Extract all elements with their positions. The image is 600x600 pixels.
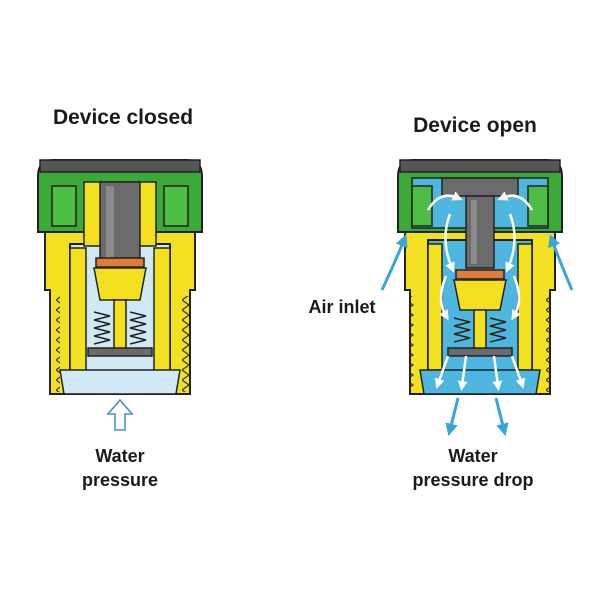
water-pressure-label: Water pressure	[66, 444, 174, 492]
closed-thread-right	[180, 296, 190, 392]
closed-spring-base	[87, 347, 153, 357]
open-flow-arrow-top-left-icon	[426, 191, 463, 211]
open-flow-arrow-bottom-4-icon	[510, 355, 526, 389]
closed-piston	[113, 299, 127, 351]
open-cap-grip-left	[411, 185, 433, 227]
device-closed-title: Device closed	[52, 106, 194, 129]
open-flow-arrow-right-loop-icon	[505, 213, 516, 273]
open-flow-arrow-mid-right-icon	[511, 275, 521, 321]
open-valve	[397, 159, 563, 395]
open-cap-top-band	[399, 159, 561, 173]
open-flow-arrow-left-loop-icon	[444, 213, 455, 273]
closed-float	[93, 267, 147, 301]
water-pressure-line2: pressure	[81, 470, 159, 490]
open-stem	[465, 195, 495, 269]
open-thread-left	[410, 296, 420, 392]
open-flow-arrow-top-right-icon	[497, 191, 534, 211]
device-open-title: Device open	[413, 114, 537, 137]
open-stem-highlight	[471, 200, 477, 264]
open-bottom-opening	[419, 369, 541, 395]
outflow-arrow-right-icon	[494, 397, 509, 437]
closed-cap-grip-left	[51, 185, 77, 227]
open-seal	[455, 269, 505, 280]
closed-stem-highlight	[106, 186, 114, 258]
closed-valve	[37, 159, 203, 395]
open-float	[453, 279, 507, 311]
water-pressure-line1: Water	[95, 446, 145, 466]
closed-spring-right	[129, 311, 147, 345]
open-flow-arrow-bottom-2-icon	[457, 355, 468, 391]
open-spring-left	[453, 317, 471, 343]
closed-seal	[95, 257, 145, 268]
open-stem-top	[441, 177, 519, 197]
open-thread-right	[540, 296, 550, 392]
water-pressure-arrow-icon	[106, 398, 134, 431]
air-inlet-arrow-left-icon	[380, 234, 408, 291]
closed-cap-grip-right	[163, 185, 189, 227]
closed-cap-top-band	[39, 159, 201, 173]
water-pressure-drop-line1: Water	[448, 446, 498, 466]
closed-thread-left	[50, 296, 60, 392]
open-piston	[473, 309, 487, 351]
open-cap-grip-right	[527, 185, 549, 227]
air-inlet-arrow-right-icon	[548, 234, 574, 291]
open-inner-wall-left	[427, 243, 443, 371]
water-pressure-drop-line2: pressure drop	[412, 470, 534, 490]
open-inner-wall-right	[517, 243, 533, 371]
open-flow-arrow-bottom-3-icon	[492, 355, 503, 391]
open-flow-arrow-mid-left-icon	[439, 275, 449, 321]
open-spring-base	[447, 347, 513, 357]
closed-spring-left	[93, 311, 111, 345]
outflow-arrow-left-icon	[445, 397, 460, 437]
water-pressure-drop-label: Water pressure drop	[398, 444, 548, 492]
closed-bottom-opening	[59, 369, 181, 395]
open-flow-arrow-bottom-1-icon	[434, 355, 450, 389]
open-spring-right	[489, 317, 507, 343]
air-inlet-label: Air inlet	[308, 297, 376, 317]
